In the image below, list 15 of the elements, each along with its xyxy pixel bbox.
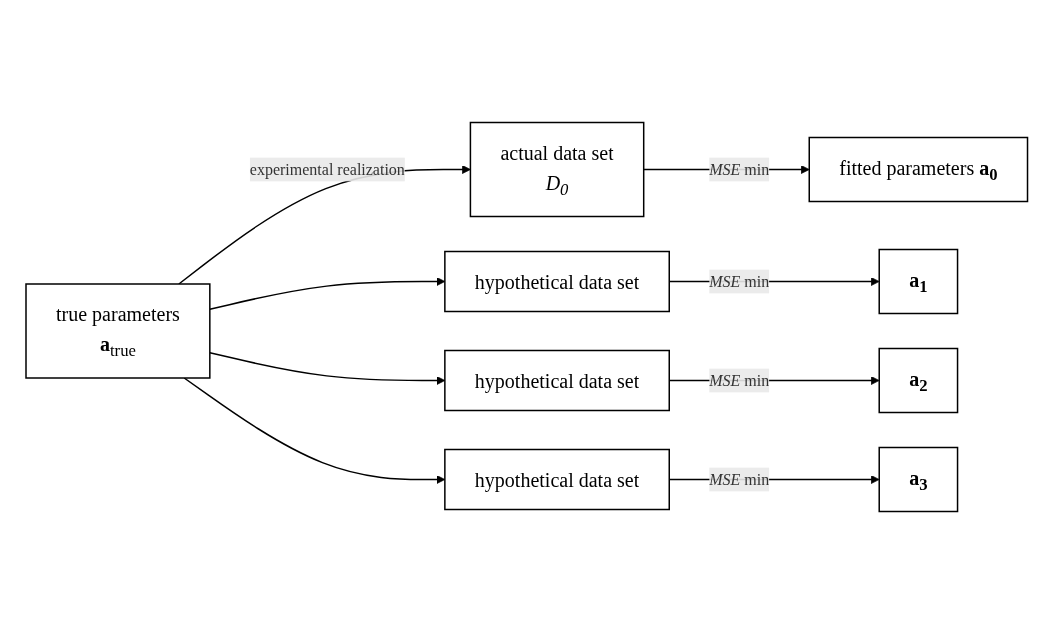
node-box: actual data set D$_{0}$ [469, 121, 645, 217]
edge-label: MSE min [709, 160, 770, 177]
arrow [183, 376, 446, 484]
edge-label: MSE min [709, 470, 770, 487]
edge-label: MSE min [709, 371, 770, 388]
node-box: hypothetical data set [444, 250, 671, 312]
node-box: a$_{3}$ [878, 446, 959, 512]
node-box: hypothetical data set [444, 448, 671, 510]
node-box: a$_{2}$ [878, 347, 959, 413]
node-box: fitted parameters a$_{0}$ [808, 136, 1029, 202]
edge-label: MSE min [709, 272, 770, 289]
edge-label: experimental realization [250, 160, 406, 177]
node-box: true parameters a$_{true}$ [25, 282, 211, 379]
node-box: hypothetical data set [444, 349, 671, 411]
node-box: a$_{1}$ [878, 248, 959, 314]
